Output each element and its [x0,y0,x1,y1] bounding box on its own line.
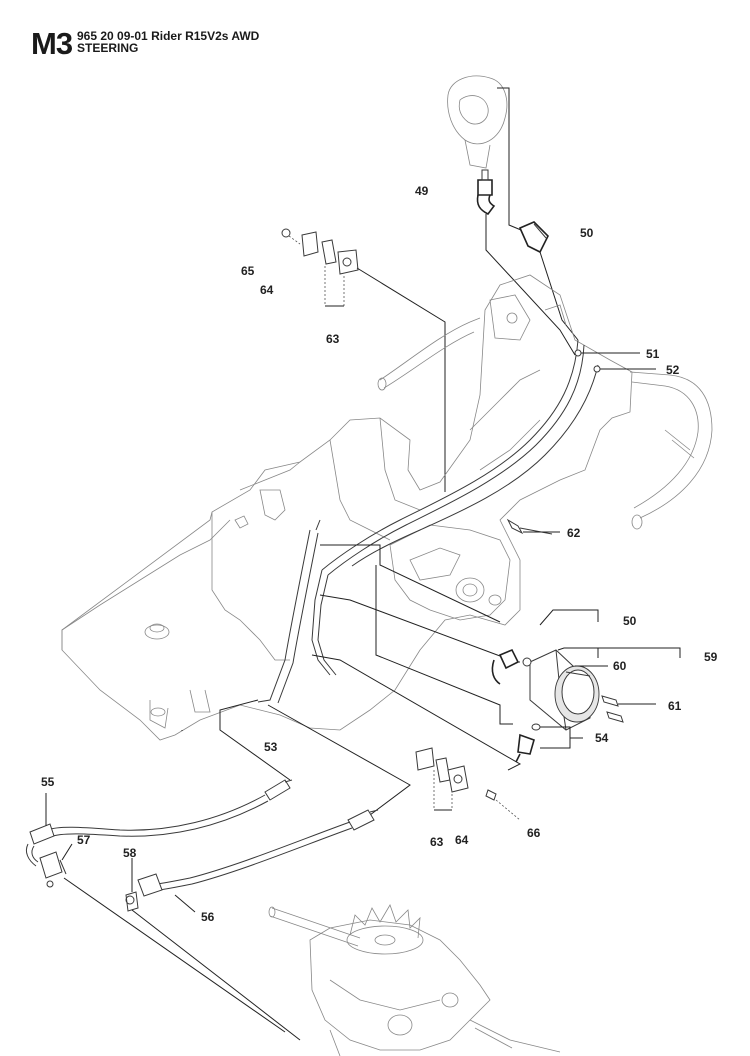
lower-hose-clamp [415,747,521,821]
callout-52: 52 [666,363,680,377]
callout-53: 53 [264,740,278,754]
callout-61: 61 [668,699,682,713]
upper-hose-clamp [281,228,446,492]
callout-51: 51 [646,347,660,361]
callout-62: 62 [567,526,581,540]
callout-50-lower: 50 [623,614,637,628]
callout-49: 49 [415,184,429,198]
section-code: M3 [31,26,73,61]
callout-59: 59 [704,650,718,664]
steering-column-top [447,75,508,169]
hose-routing-lines [181,544,522,816]
callout-60: 60 [613,659,627,673]
callout-64-lower: 64 [455,833,469,847]
hydraulic-hard-lines [257,339,656,704]
callout-66: 66 [527,826,541,840]
upper-hydraulic-fittings [476,87,579,356]
callout-54: 54 [595,731,609,745]
page-header: M3 965 20 09-01 Rider R15V2s AWD STEERIN… [0,0,750,70]
pump-assembly [529,609,681,731]
callout-63-upper: 63 [326,332,340,346]
lower-fittings [491,648,583,763]
chassis-frame [61,274,713,741]
callout-65: 65 [241,264,255,278]
flexible-hoses [25,779,379,1041]
callout-57: 57 [77,833,91,847]
transaxle [268,904,561,1056]
callout-58: 58 [123,846,137,860]
model-title: 965 20 09-01 Rider R15V2s AWD [77,29,260,43]
section-title: STEERING [77,41,139,55]
steering-gear-housing [389,524,511,621]
bolt-62 [506,518,560,535]
callout-63-lower: 63 [430,835,444,849]
callout-56: 56 [201,910,215,924]
callout-55: 55 [41,775,55,789]
callout-50-upper: 50 [580,226,594,240]
callout-64-upper: 64 [260,283,274,297]
